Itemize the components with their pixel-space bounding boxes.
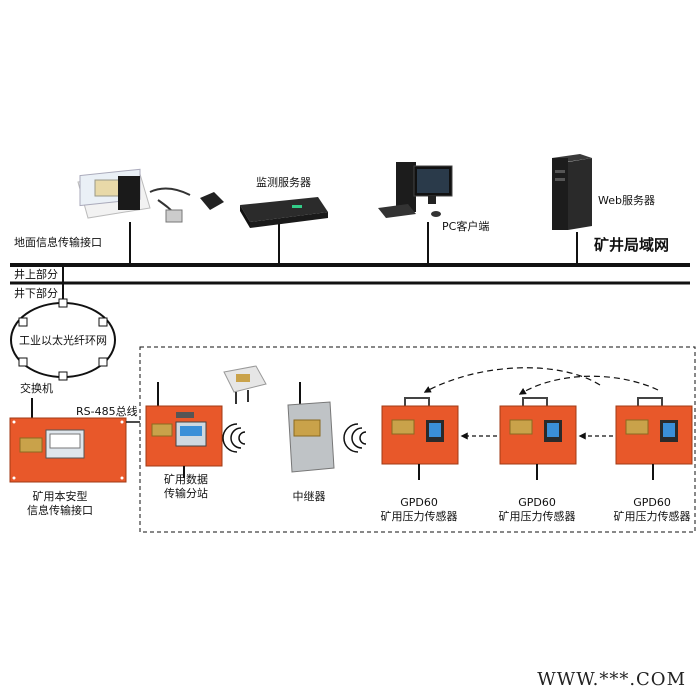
repeater-device [287, 382, 335, 473]
substation-label-line2: 传输分站 [164, 487, 208, 500]
substation-device [145, 382, 223, 478]
rs485-label: RS-485总线 [76, 405, 138, 418]
ring-node [98, 357, 108, 367]
pressure-sensor-device [615, 397, 693, 480]
ground-interface-device [77, 168, 224, 223]
ring-node [18, 317, 28, 327]
pc-client-label: PC客户端 [442, 220, 490, 233]
sensor-name-label: 矿用压力传感器 [380, 510, 458, 523]
below-ground-label: 井下部分 [14, 287, 58, 300]
ground-interface-label: 地面信息传输接口 [14, 236, 102, 249]
substation-label-line1: 矿用数据 [164, 473, 208, 486]
ring-node [98, 317, 108, 327]
pc-client-device [378, 162, 453, 218]
sensor-hop-arrow [518, 375, 659, 395]
sensor-model-label: GPD60 [633, 496, 671, 509]
mine-lan-label: 矿井局域网 [594, 236, 670, 254]
fiber-ring-label: 工业以太光纤环网 [19, 334, 107, 347]
switch-label: 交换机 [20, 382, 53, 395]
sensor-model-label: GPD60 [400, 496, 438, 509]
pressure-sensor-device [499, 397, 577, 480]
web-server-label: Web服务器 [598, 194, 655, 207]
wireless-signal-icon [343, 423, 367, 453]
ring-node [58, 371, 68, 381]
web-server-device [552, 154, 592, 230]
pressure-sensor-device [381, 397, 459, 480]
underground-subsystem-frame [139, 346, 696, 533]
safe-interface-label-line1: 矿用本安型 [32, 490, 88, 503]
sensor-hop-arrow [423, 367, 601, 393]
ring-node [58, 298, 68, 308]
ring-node [18, 357, 28, 367]
sensor-name-label: 矿用压力传感器 [498, 510, 576, 523]
above-ground-label: 井上部分 [14, 268, 58, 281]
repeater-label: 中继器 [292, 490, 326, 503]
safe-interface-label-line2: 信息传输接口 [27, 504, 93, 517]
sensor-name-label: 矿用压力传感器 [613, 510, 691, 523]
junction-box [223, 365, 267, 404]
sensor-model-label: GPD60 [518, 496, 556, 509]
wireless-signal-icon [222, 423, 246, 453]
safe-interface-device [9, 417, 127, 483]
monitor-server-label: 监测服务器 [256, 176, 311, 189]
watermark: WWW.***.COM [537, 669, 686, 690]
monitor-server-device [240, 197, 328, 228]
